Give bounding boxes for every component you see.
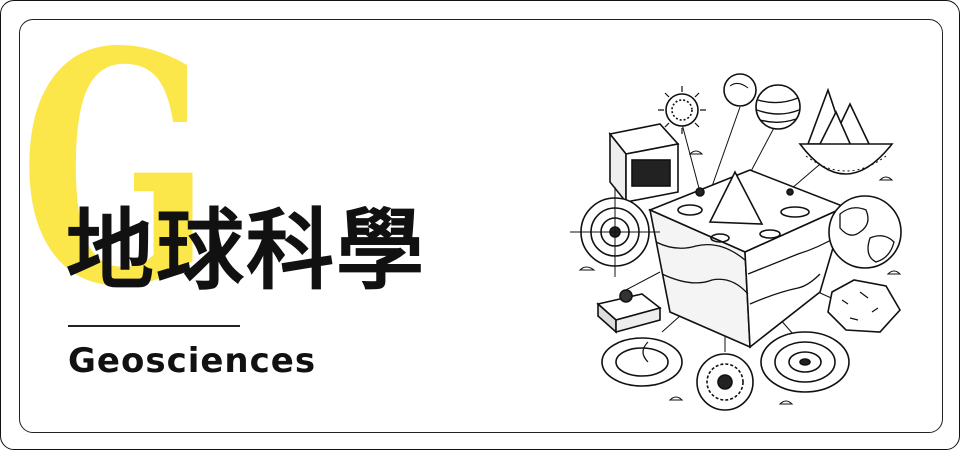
specimen-box-icon	[608, 123, 680, 205]
moon-icon	[723, 73, 757, 107]
mountain-bowl-icon	[798, 87, 894, 175]
striped-planet-icon	[755, 84, 801, 130]
fossil-disc-icon	[696, 353, 754, 411]
page-title: 地球科學	[66, 198, 427, 302]
sun-icon	[658, 86, 706, 134]
ripple-disc-icon	[760, 331, 850, 393]
water-ring-icon	[601, 337, 683, 387]
decorative-letter: G	[20, 19, 211, 356]
rock-icon	[827, 279, 901, 333]
banner-card: G 地球科學 Geosciences	[19, 19, 943, 433]
seismic-target-icon	[570, 187, 660, 277]
crust-block-icon	[647, 169, 848, 349]
page-subtitle: Geosciences	[68, 341, 317, 381]
title-divider	[68, 325, 240, 327]
geoscience-illustration	[570, 73, 902, 411]
rock-slab-icon	[596, 289, 662, 334]
pebbles-icon	[578, 150, 902, 405]
earth-globe-icon	[828, 195, 902, 269]
